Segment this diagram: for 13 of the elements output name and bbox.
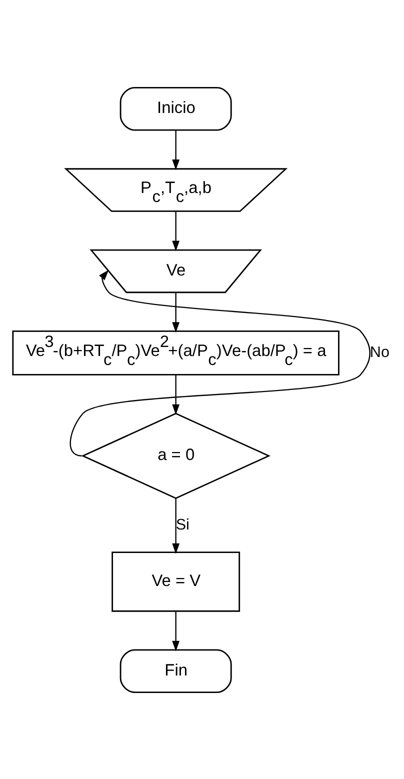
node-box: Ve = V [112,551,240,612]
node-box: Fin [120,648,232,692]
arrow [70,269,371,456]
arrow [172,130,180,170]
arrow [172,292,180,332]
edge-label: No [370,343,390,360]
arrow [172,610,180,651]
edge-label: Si [176,516,190,533]
node-box: Inicio [120,86,232,130]
node-diamond: a = 0 [81,412,270,498]
arrow [172,498,180,554]
arrow [172,211,180,251]
arrow [172,374,180,414]
